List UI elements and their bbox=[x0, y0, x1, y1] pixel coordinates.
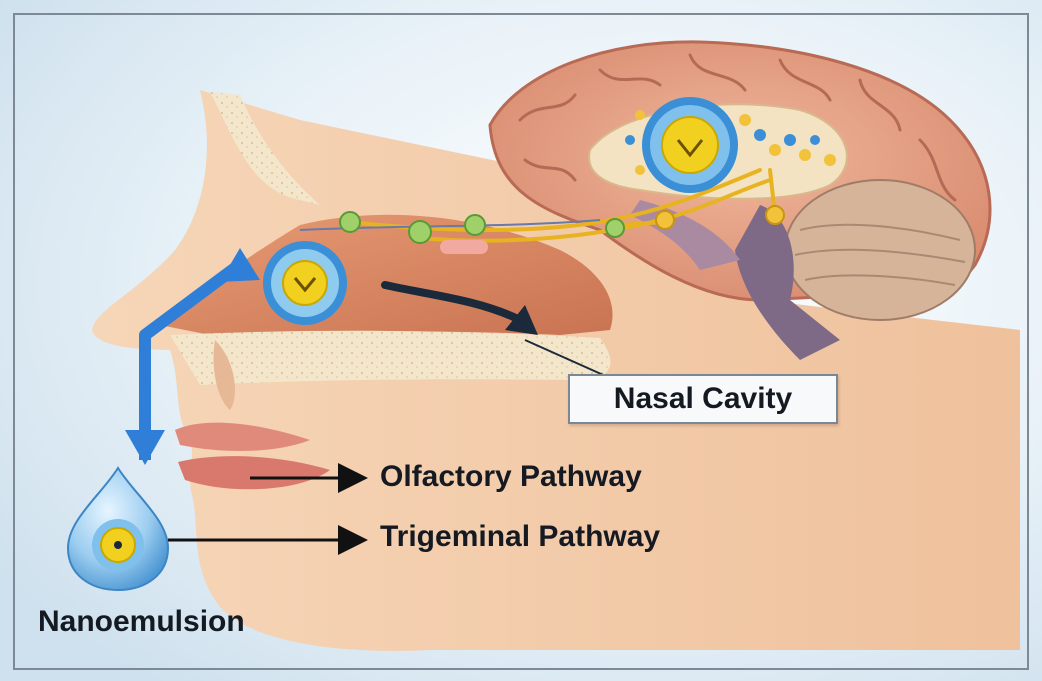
nasal-cavity-label: Nasal Cavity bbox=[568, 374, 838, 424]
brain-nanodroplet bbox=[642, 97, 738, 193]
palate-bone bbox=[170, 331, 610, 385]
cavity-nanodroplet bbox=[263, 241, 347, 325]
trigeminal-pathway-label: Trigeminal Pathway bbox=[380, 522, 660, 552]
olfactory-pathway-label: Olfactory Pathway bbox=[380, 462, 642, 492]
nanoemulsion-label: Nanoemulsion bbox=[38, 607, 245, 637]
